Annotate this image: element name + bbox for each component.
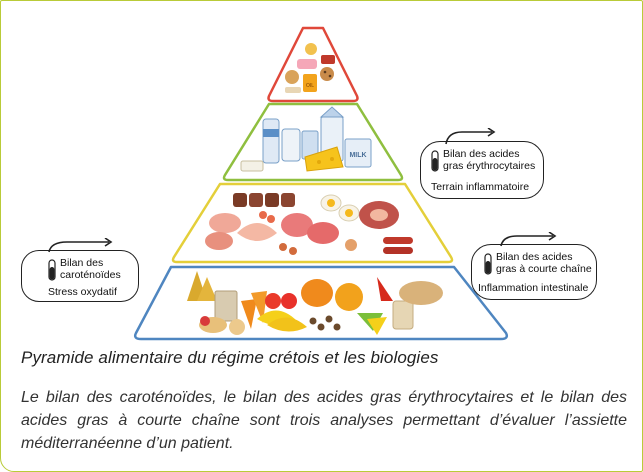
- erythrocyte-subtitle: Terrain inflammatoire: [431, 181, 530, 193]
- caption-title: Pyramide alimentaire du régime crétois e…: [21, 348, 439, 367]
- test-tube-icon: [484, 253, 492, 275]
- proteins-icon: [205, 193, 413, 255]
- oil-jar-label: OIL: [306, 83, 314, 89]
- carotenoids-line2: caroténoïdes: [60, 269, 121, 281]
- sweets-icon: OIL: [285, 43, 335, 93]
- carotenoids-subtitle: Stress oxydatif: [48, 286, 117, 298]
- food-pyramid: OIL MILK: [133, 26, 509, 341]
- short-chain-subtitle: Inflammation intestinale: [478, 282, 589, 294]
- erythrocyte-bubble: Bilan des acides gras érythrocytaires Te…: [420, 141, 544, 199]
- short-chain-line2: gras à courte chaîne: [496, 263, 592, 275]
- pyramid-tier-sweets: OIL: [267, 26, 359, 103]
- short-chain-arrow-icon: [500, 232, 557, 247]
- carotenoids-arrow-icon: [48, 238, 113, 253]
- short-chain-line1: Bilan des acides: [496, 251, 573, 263]
- milk-carton-label: MILK: [349, 152, 366, 159]
- dairy-icon: MILK: [240, 106, 372, 172]
- pyramid-tier-dairy: MILK: [222, 102, 404, 182]
- caption-body: Le bilan des caroténoïdes, le bilan des …: [21, 389, 627, 452]
- erythrocyte-line2: gras érythrocytaires: [443, 160, 536, 172]
- pyramid-tier-proteins: [171, 182, 454, 264]
- carotenoids-line1: Bilan des: [60, 257, 104, 269]
- test-tube-icon: [431, 150, 439, 172]
- pyramid-tier-plants: [133, 265, 509, 341]
- short-chain-bubble: Bilan des acides gras à courte chaîne In…: [471, 244, 597, 300]
- erythrocyte-arrow-icon: [445, 128, 496, 145]
- test-tube-icon: [48, 259, 56, 281]
- erythrocyte-line1: Bilan des acides: [443, 148, 520, 160]
- carotenoids-bubble: Bilan des caroténoïdes Stress oxydatif: [21, 250, 139, 302]
- plants-icon: [187, 271, 443, 335]
